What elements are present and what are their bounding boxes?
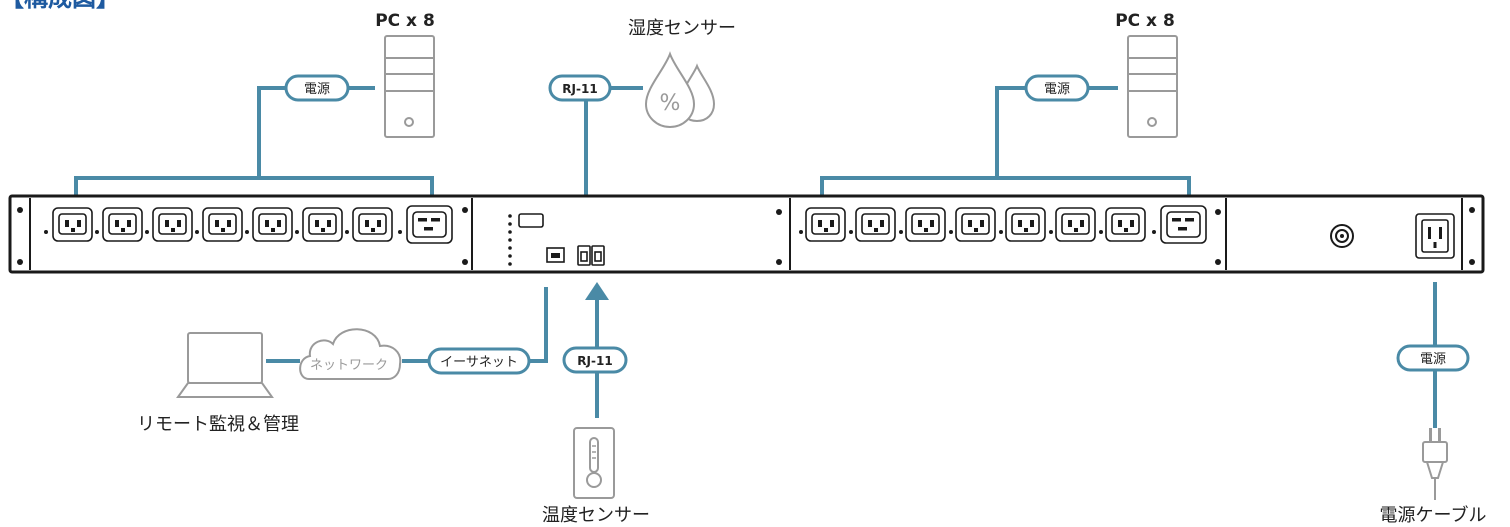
pc-count-left: PC x 8 — [375, 11, 435, 31]
c13-outlet-icon — [1099, 207, 1146, 242]
svg-text:RJ-11: RJ-11 — [562, 82, 597, 96]
c13-outlet-icon — [345, 207, 393, 242]
c13-outlet-icon — [245, 207, 293, 242]
laptop-icon — [176, 332, 274, 398]
c13-outlet-icon — [95, 207, 143, 242]
svg-text:RJ-11: RJ-11 — [577, 354, 612, 368]
c13-outlet-icon — [195, 207, 243, 242]
humidity-sensor-label: 湿度センサー — [628, 18, 736, 39]
breaker-icon — [1330, 224, 1354, 248]
outlet-bank-right — [799, 205, 1207, 244]
rj45-port-icon — [546, 247, 565, 263]
controller-module — [508, 213, 605, 266]
c13-outlet-icon — [949, 207, 996, 242]
pc-tower-icon — [1127, 35, 1178, 138]
c13-outlet-icon — [999, 207, 1046, 242]
cloud-icon — [299, 328, 402, 380]
remote-management-label: リモート監視＆管理 — [137, 414, 299, 435]
svg-text:イーサネット: イーサネット — [440, 355, 518, 370]
c13-outlet-icon — [799, 207, 846, 242]
power-label-left: 電源 — [284, 74, 350, 102]
network-label: ネットワーク — [310, 358, 388, 373]
c20-inlet-icon — [1415, 213, 1455, 259]
svg-text:電源: 電源 — [304, 82, 330, 97]
svg-text:電源: 電源 — [1044, 82, 1070, 97]
c13-outlet-icon — [1049, 207, 1096, 242]
power-cable-label: 電源ケーブル — [1380, 504, 1487, 526]
c19-outlet-icon — [398, 205, 453, 244]
rj11-label-top: RJ-11 — [548, 74, 612, 102]
pc-tower-icon — [384, 35, 435, 138]
c13-outlet-icon — [145, 207, 193, 242]
temperature-sensor-label: 温度センサー — [542, 505, 650, 526]
plug-icon — [1422, 428, 1448, 500]
droplet-icon: % — [644, 51, 716, 129]
c13-outlet-icon — [899, 207, 946, 242]
outlet-bank-left — [44, 205, 453, 244]
power-label-bottom: 電源 — [1396, 344, 1470, 372]
c13-outlet-icon — [849, 207, 896, 242]
svg-text:電源: 電源 — [1420, 352, 1446, 367]
pc-count-right: PC x 8 — [1115, 11, 1175, 31]
c19-outlet-icon — [1152, 205, 1207, 244]
rj11-port-icon — [591, 245, 605, 266]
ethernet-label: イーサネット — [427, 347, 531, 375]
c13-outlet-icon — [44, 207, 93, 242]
c13-outlet-icon — [295, 207, 343, 242]
rj11-port-icon — [577, 245, 591, 266]
power-label-right: 電源 — [1024, 74, 1090, 102]
humidity-symbol: % — [660, 91, 681, 116]
thermometer-icon — [573, 427, 615, 499]
rj11-label-bottom: RJ-11 — [562, 346, 628, 374]
diagram-title: 【構成図】 — [0, 0, 120, 12]
display-window — [518, 213, 544, 228]
arrow-up-icon — [585, 282, 609, 300]
